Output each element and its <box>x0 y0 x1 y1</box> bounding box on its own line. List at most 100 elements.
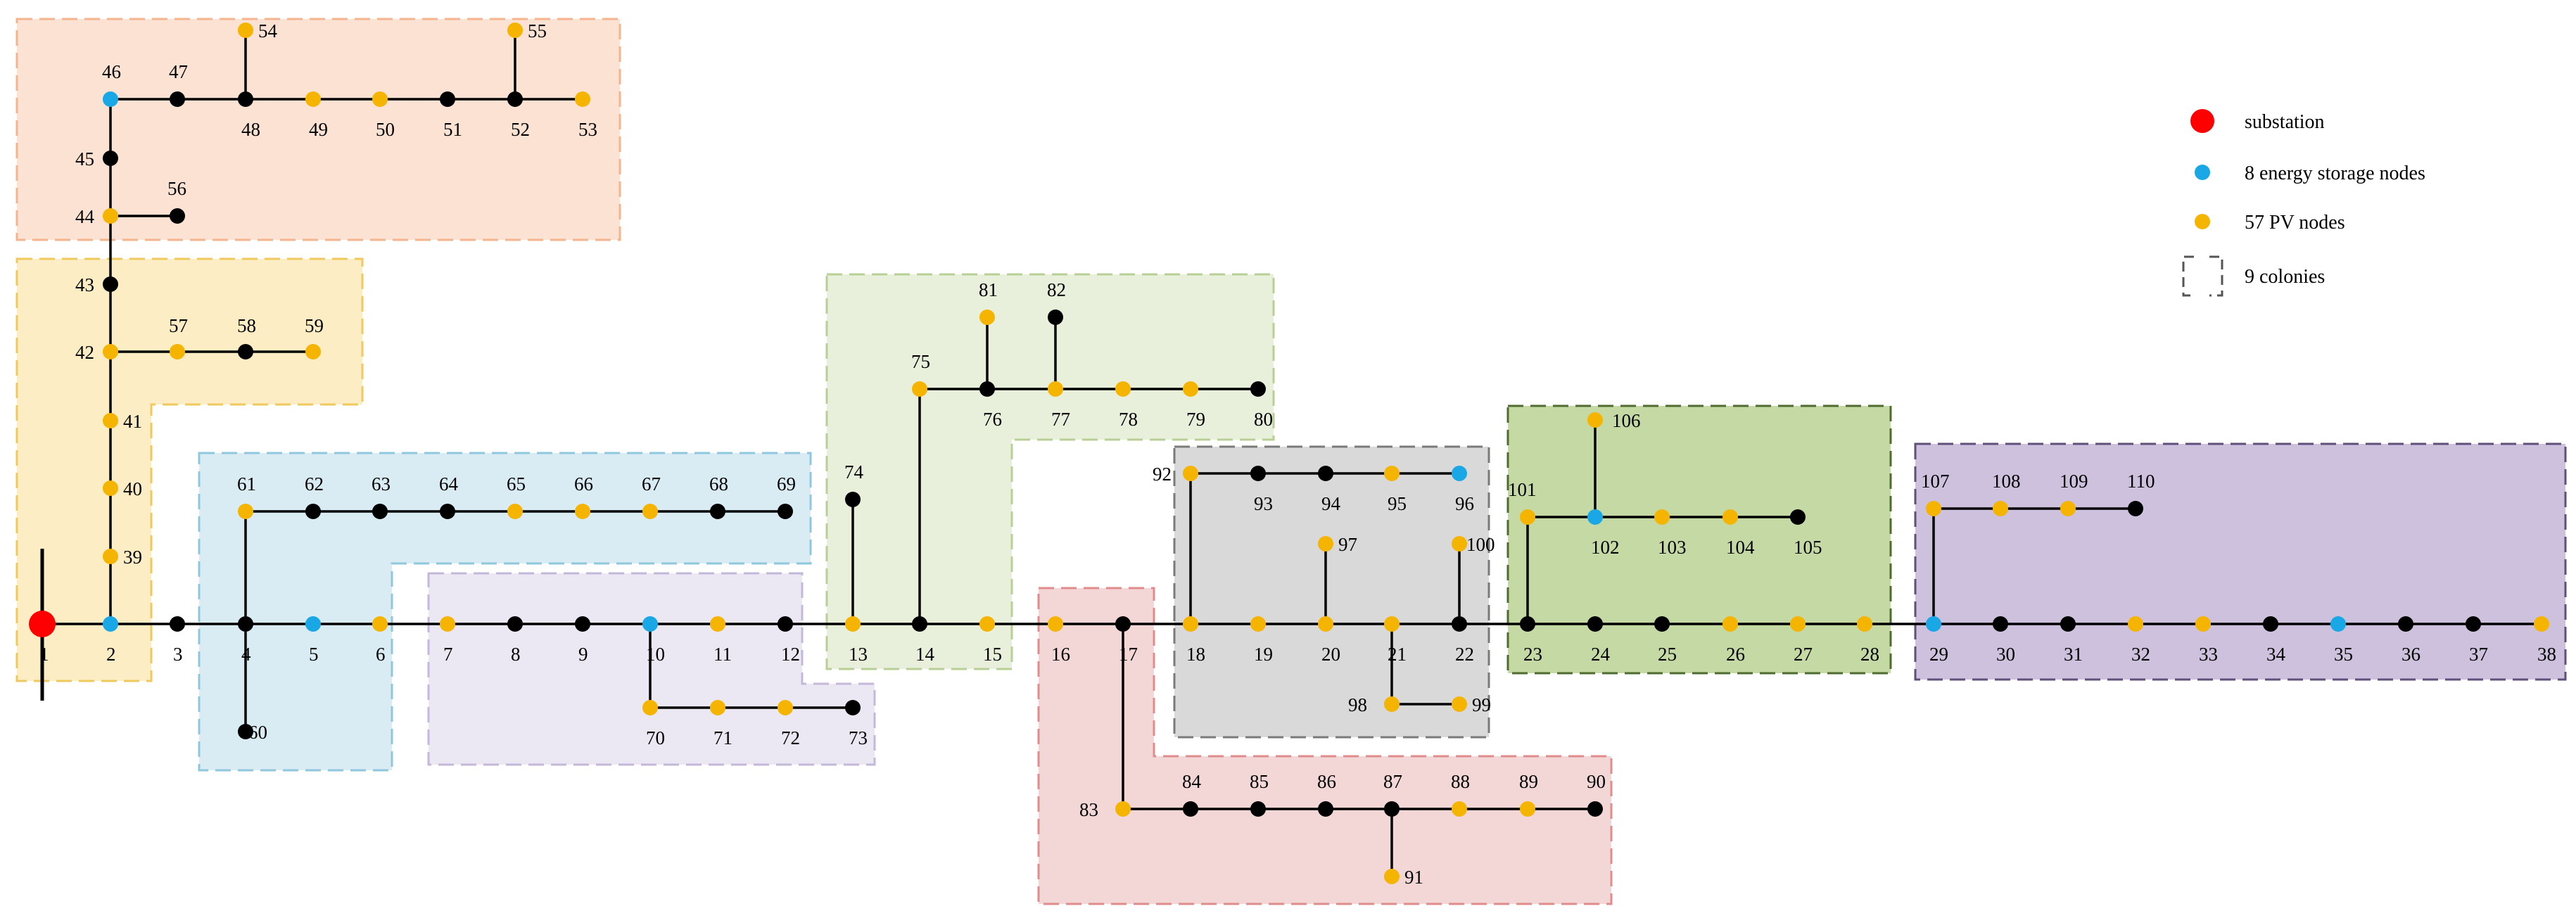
node-60-normal-icon <box>238 724 253 739</box>
node-98-pv-icon <box>1384 696 1400 712</box>
node-label-58: 58 <box>237 315 256 336</box>
node-69-normal-icon <box>778 504 793 519</box>
node-label-30: 30 <box>1996 644 2015 665</box>
node-label-49: 49 <box>309 119 328 140</box>
node-90-normal-icon <box>1587 801 1603 817</box>
node-label-10: 10 <box>646 644 665 665</box>
node-label-107: 107 <box>1921 471 1950 492</box>
node-label-108: 108 <box>1992 471 2021 492</box>
node-48-normal-icon <box>238 91 253 107</box>
node-43-normal-icon <box>103 276 118 292</box>
node-label-37: 37 <box>2469 644 2488 665</box>
node-20-pv-icon <box>1318 616 1333 632</box>
node-4-normal-icon <box>238 616 253 632</box>
colony-1 <box>15 18 621 241</box>
node-label-97: 97 <box>1338 534 1357 555</box>
legend: substation 8 energy storage nodes 57 PV … <box>2182 109 2425 297</box>
node-label-76: 76 <box>983 409 1002 430</box>
node-42-pv-icon <box>103 344 118 359</box>
node-53-pv-icon <box>575 91 590 107</box>
node-36-normal-icon <box>2398 616 2413 632</box>
node-label-19: 19 <box>1254 644 1273 665</box>
node-label-24: 24 <box>1591 644 1611 665</box>
node-24-normal-icon <box>1587 616 1603 632</box>
node-41-pv-icon <box>103 413 118 428</box>
node-45-normal-icon <box>103 151 118 166</box>
node-79-pv-icon <box>1183 381 1198 397</box>
node-89-pv-icon <box>1520 801 1535 817</box>
node-102-storage-icon <box>1587 509 1603 525</box>
node-label-93: 93 <box>1254 493 1273 514</box>
node-9-normal-icon <box>575 616 590 632</box>
node-7-pv-icon <box>440 616 455 632</box>
node-27-pv-icon <box>1790 616 1806 632</box>
node-label-87: 87 <box>1383 771 1402 792</box>
node-label-53: 53 <box>578 119 597 140</box>
node-103-pv-icon <box>1654 509 1670 525</box>
node-82-normal-icon <box>1048 310 1063 325</box>
node-71-pv-icon <box>710 700 725 715</box>
node-2-storage-icon <box>103 616 118 632</box>
node-label-6: 6 <box>376 644 386 665</box>
node-label-74: 74 <box>844 461 864 483</box>
node-label-85: 85 <box>1250 771 1269 792</box>
node-label-16: 16 <box>1051 644 1070 665</box>
node-86-normal-icon <box>1318 801 1333 817</box>
node-label-42: 42 <box>75 342 94 363</box>
node-35-storage-icon <box>2330 616 2346 632</box>
node-label-22: 22 <box>1455 644 1474 665</box>
node-81-pv-icon <box>979 310 995 325</box>
node-72-pv-icon <box>778 700 793 715</box>
legend-pv-label: 57 PV nodes <box>2245 212 2345 234</box>
node-label-54: 54 <box>258 20 278 42</box>
node-52-normal-icon <box>507 91 523 107</box>
node-73-normal-icon <box>845 700 861 715</box>
node-label-47: 47 <box>169 61 188 82</box>
node-85-normal-icon <box>1250 801 1266 817</box>
node-label-48: 48 <box>241 119 260 140</box>
node-30-normal-icon <box>1993 616 2008 632</box>
node-58-normal-icon <box>238 344 253 359</box>
node-68-normal-icon <box>710 504 725 519</box>
node-100-pv-icon <box>1452 536 1467 552</box>
node-label-70: 70 <box>646 727 665 748</box>
node-57-pv-icon <box>170 344 185 359</box>
node-label-98: 98 <box>1348 694 1367 715</box>
node-label-80: 80 <box>1254 409 1273 430</box>
node-label-55: 55 <box>528 20 547 42</box>
node-label-12: 12 <box>781 644 800 665</box>
node-55-pv-icon <box>507 23 523 38</box>
node-66-pv-icon <box>575 504 590 519</box>
node-1-substation-icon <box>29 611 56 637</box>
colony-4 <box>427 572 876 766</box>
node-108-pv-icon <box>1993 501 2008 516</box>
node-label-32: 32 <box>2131 644 2150 665</box>
node-label-52: 52 <box>511 119 530 140</box>
node-label-72: 72 <box>781 727 800 748</box>
node-67-pv-icon <box>642 504 658 519</box>
node-label-82: 82 <box>1047 279 1066 300</box>
legend-pv-marker <box>2195 214 2210 229</box>
node-75-pv-icon <box>912 381 927 397</box>
node-17-normal-icon <box>1115 616 1131 632</box>
node-8-normal-icon <box>507 616 523 632</box>
node-99-pv-icon <box>1452 696 1467 712</box>
node-84-normal-icon <box>1183 801 1198 817</box>
node-6-pv-icon <box>372 616 388 632</box>
node-76-normal-icon <box>979 381 995 397</box>
node-label-64: 64 <box>439 473 459 495</box>
node-label-79: 79 <box>1186 409 1205 430</box>
node-label-84: 84 <box>1182 771 1202 792</box>
node-16-pv-icon <box>1048 616 1063 632</box>
node-39-pv-icon <box>103 549 118 564</box>
node-46-storage-icon <box>103 91 118 107</box>
node-40-pv-icon <box>103 480 118 496</box>
node-label-34: 34 <box>2266 644 2286 665</box>
node-51-normal-icon <box>440 91 455 107</box>
node-label-91: 91 <box>1404 867 1423 888</box>
node-label-11: 11 <box>713 644 732 665</box>
node-105-normal-icon <box>1790 509 1806 525</box>
node-61-pv-icon <box>238 504 253 519</box>
node-3-normal-icon <box>170 616 185 632</box>
